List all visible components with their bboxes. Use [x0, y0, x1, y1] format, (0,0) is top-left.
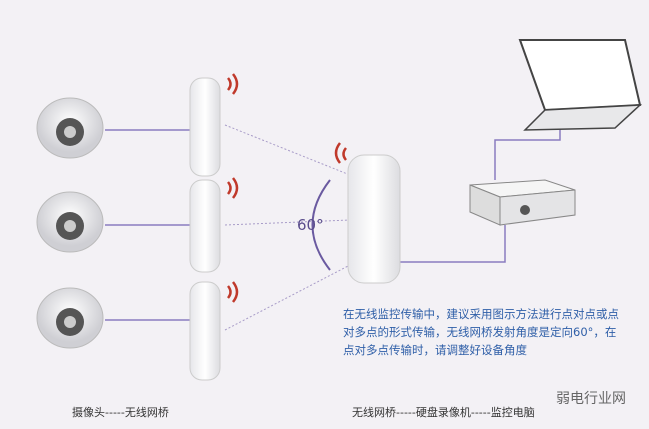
- laptop: [518, 39, 643, 131]
- camera-1: [36, 97, 104, 159]
- dvr: [469, 179, 576, 226]
- camera-links: [105, 129, 190, 321]
- right-caption: 无线网桥-----硬盘录像机-----监控电脑: [352, 406, 535, 419]
- wireless-links: [224, 124, 351, 331]
- bridges: [189, 77, 401, 381]
- angle-arc: [311, 179, 331, 271]
- description-note: 在无线监控传输中，建议采用图示方法进行点对点或点对多点的形式传输，无线网桥发射角…: [343, 307, 619, 357]
- signal-icons: [226, 73, 348, 303]
- camera-2: [36, 191, 104, 253]
- angle-label: 60°: [297, 216, 324, 234]
- camera-3: [36, 287, 104, 349]
- wired-links: [400, 125, 561, 263]
- watermark: 弱电行业网: [556, 391, 626, 407]
- cameras: [36, 97, 104, 349]
- left-caption: 摄像头-----无线网桥: [72, 406, 169, 419]
